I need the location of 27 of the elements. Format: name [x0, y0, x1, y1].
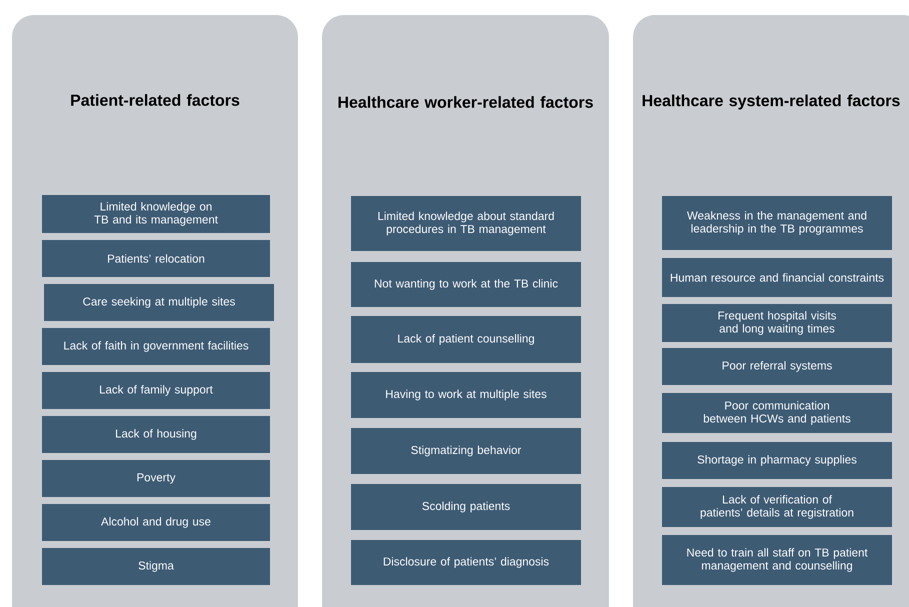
factor-box: Patients’ relocation — [42, 240, 270, 277]
panel-heading: Healthcare system-related factors — [642, 94, 900, 110]
factor-box: Need to train all staff on TB patient management and counselling — [662, 535, 892, 585]
factor-box: Lack of patient counselling — [351, 316, 581, 363]
factor-box: Poor communication between HCWs and patients — [662, 393, 892, 433]
panel-heading: Healthcare worker-related factors — [338, 96, 593, 108]
factor-box: Limited knowledge about standard procedures in TB management — [351, 196, 581, 251]
factor-box: Limited knowledge on TB and its management — [42, 195, 270, 233]
factor-box: Stigmatizing behavior — [351, 428, 581, 474]
factor-box: Care seeking at multiple sites — [44, 284, 274, 321]
factor-box: Poverty — [42, 460, 270, 497]
factor-box: Weakness in the management and leadership in the TB programmes — [662, 196, 892, 250]
factor-box: Shortage in pharmacy supplies — [662, 442, 892, 479]
factor-box: Alcohol and drug use — [42, 504, 270, 541]
factor-box: Lack of faith in government facilities — [42, 328, 270, 365]
factor-box: Disclosure of patients’ diagnosis — [351, 540, 581, 585]
factor-box: Not wanting to work at the TB clinic — [351, 262, 581, 307]
factor-box: Human resource and financial constraints — [662, 258, 892, 297]
factor-box: Having to work at multiple sites — [351, 372, 581, 418]
factor-box: Scolding patients — [351, 484, 581, 530]
factor-box: Stigma — [42, 548, 270, 585]
factor-box: Lack of housing — [42, 416, 270, 453]
factor-box: Poor referral systems — [662, 348, 892, 385]
factor-box: Frequent hospital visits and long waiting times — [662, 304, 892, 342]
panel-heading: Patient-related factors — [71, 94, 240, 106]
factor-box: Lack of verification of patients’ details at registration — [662, 487, 892, 527]
factor-box: Lack of family support — [42, 372, 270, 409]
